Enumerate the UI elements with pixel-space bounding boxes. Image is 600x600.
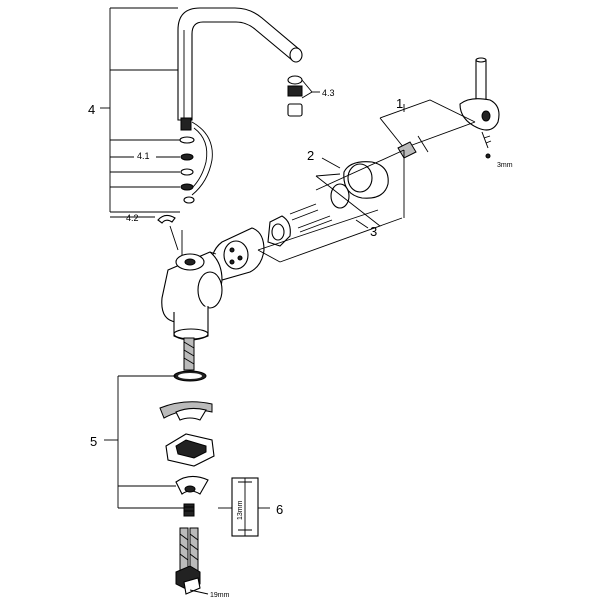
callout-5: 5 xyxy=(90,434,97,449)
callout-4: 4 xyxy=(88,102,95,117)
cartridge-screws xyxy=(289,203,333,233)
grub-screw xyxy=(481,131,492,159)
rubber-washer xyxy=(159,401,213,421)
stabilising-plate xyxy=(165,433,215,467)
lever-handle xyxy=(459,57,500,131)
callout-4-2: 4.2 xyxy=(126,213,139,223)
callout-2: 2 xyxy=(307,148,314,163)
mixer-body xyxy=(161,230,223,341)
callout-4-3: 4.3 xyxy=(322,88,335,98)
bracket-1 xyxy=(379,99,476,149)
bracket-2 xyxy=(315,157,381,227)
gauge-size: 13mm xyxy=(237,500,244,520)
cartridge-nut xyxy=(267,215,291,247)
escutcheon-cap xyxy=(330,161,389,209)
clip-4-2 xyxy=(110,214,179,251)
bracket-5 xyxy=(104,375,184,509)
wrench-size: 19mm xyxy=(210,592,230,599)
hex-key-size: 3mm xyxy=(497,162,513,169)
bracket-4 xyxy=(100,7,180,213)
callout-4-1-group: 4.1 xyxy=(134,150,156,162)
callout-6: 6 xyxy=(276,502,283,517)
threaded-bolt xyxy=(183,503,195,517)
aerator-4-3 xyxy=(287,75,320,117)
bracket-3 xyxy=(257,149,405,263)
hose-upper xyxy=(183,337,195,371)
callout-4-1: 4.1 xyxy=(137,151,150,161)
hose-lower xyxy=(175,527,201,595)
callout-3: 3 xyxy=(370,224,377,239)
handle-adapter xyxy=(397,135,429,159)
o-ring xyxy=(173,370,207,382)
spout-seal-set xyxy=(179,121,213,204)
callout-1: 1 xyxy=(396,96,403,111)
spout xyxy=(177,7,303,131)
horseshoe-clip xyxy=(175,475,209,495)
wrench-leader xyxy=(189,589,209,595)
gauge-tool: 13mm xyxy=(218,477,270,537)
